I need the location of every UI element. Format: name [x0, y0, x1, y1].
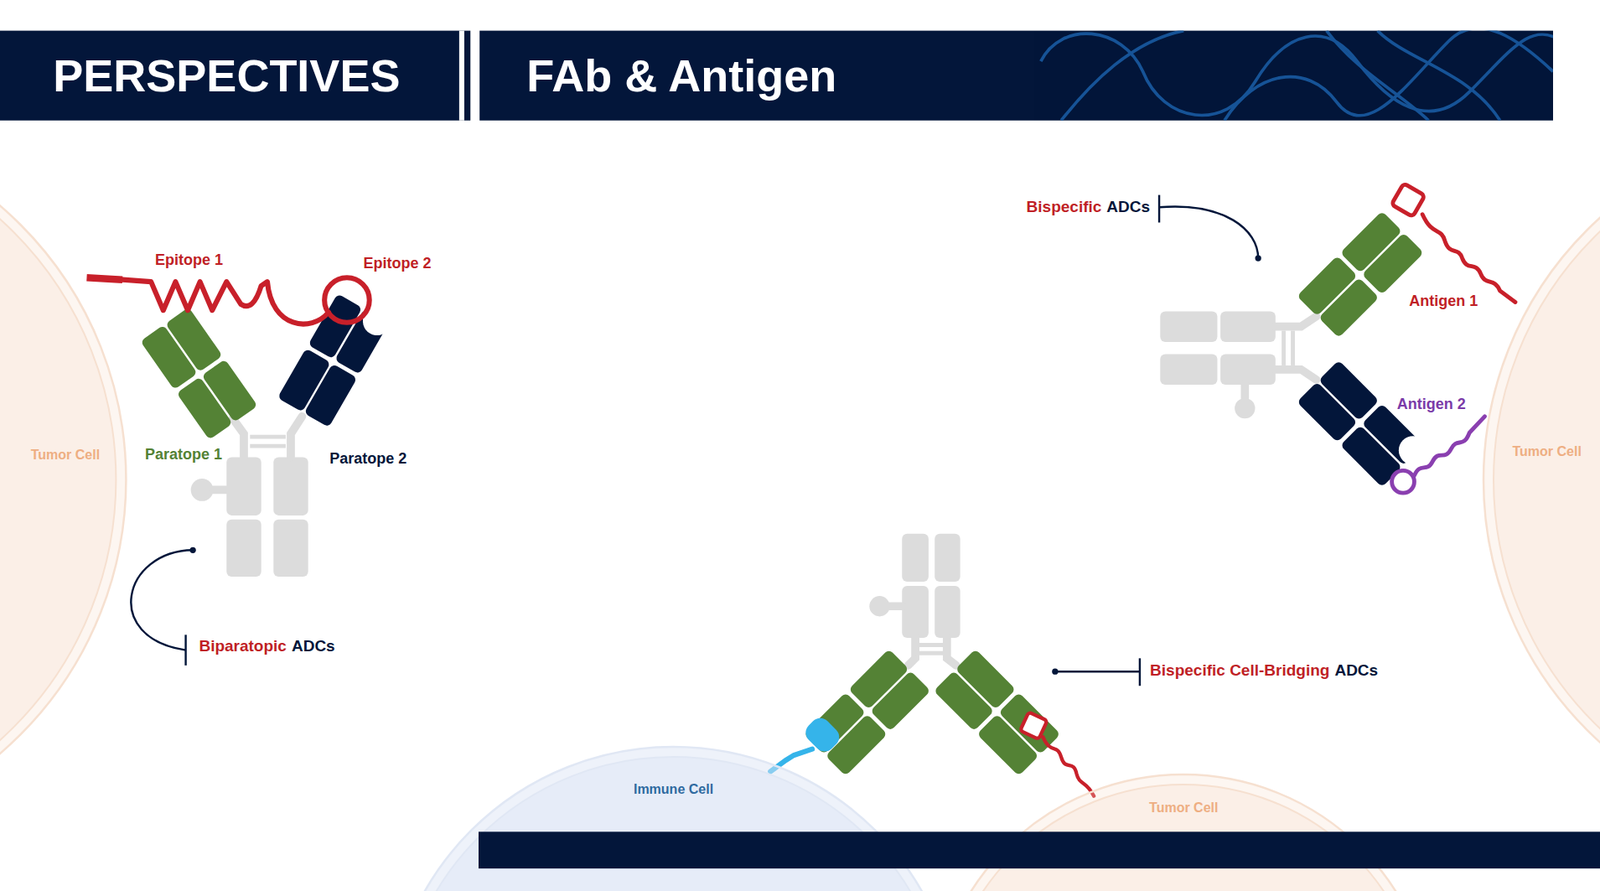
antigen-label: Antigen 2: [1397, 395, 1466, 414]
cell-outline: [1481, 124, 1600, 835]
cell-label: Tumor Cell: [31, 447, 100, 463]
title-text: FAb & Antigen: [526, 49, 837, 102]
adc-type-label-group: Bispecific Cell-BridgingADCs: [1149, 661, 1378, 680]
paratope-label-group: Paratope 1: [144, 445, 223, 463]
adc-type-label: Bispecific Cell-Bridging: [1149, 661, 1330, 680]
epitope-label: Epitope 1: [155, 251, 223, 270]
adc-type-label-group: BiparatopicADCs: [198, 636, 335, 656]
bispecific-antibody: [1159, 183, 1516, 495]
cell-label: Tumor Cell: [1511, 444, 1581, 460]
cell-label: Tumor Cell: [1149, 800, 1218, 816]
cell-circle: Tumor Cell: [930, 772, 1437, 891]
cell-circle: Immune Cell: [385, 745, 962, 891]
adc-type-label: ADCs: [1334, 661, 1378, 680]
epitope-label-group: Epitope 2: [362, 254, 431, 273]
antigen-label: Antigen 1: [1408, 292, 1478, 311]
epitope-label-group: Epitope 1: [155, 251, 223, 270]
leader-line: [130, 195, 1259, 687]
adc-type-label: ADCs: [291, 636, 336, 656]
section-heading-group: PERSPECTIVES: [52, 49, 400, 102]
paratope-label-group: Paratope 2: [329, 449, 407, 467]
paratope-label: Paratope 2: [329, 449, 407, 467]
adc-type-label: ADCs: [1106, 197, 1150, 217]
section-heading: PERSPECTIVES: [52, 49, 400, 102]
cell-label: Immune Cell: [633, 781, 714, 798]
biparatopic-antibody: [86, 277, 397, 577]
cell-circle: Tumor Cell: [0, 117, 128, 842]
cell-bridging-antibody: [770, 533, 1094, 797]
header-divider: [459, 31, 465, 121]
paratope-label: Paratope 1: [144, 445, 223, 463]
adc-type-label: Bispecific: [1026, 197, 1103, 217]
header-band: [479, 31, 1554, 121]
cell-outline: [930, 772, 1437, 891]
header-decoration: [1040, 31, 1554, 121]
cell-outline: [0, 117, 128, 842]
epitope-label: Epitope 2: [362, 254, 431, 273]
adc-type-label-group: BispecificADCs: [1026, 197, 1151, 217]
cell-circle: Tumor Cell: [1481, 124, 1600, 835]
adc-type-label: Biparatopic: [198, 636, 287, 656]
header-band: [0, 31, 471, 121]
antigen-label-group: Antigen 2: [1397, 395, 1466, 414]
antigen-label-group: Antigen 1: [1408, 292, 1478, 311]
cell-outline: [385, 745, 962, 891]
